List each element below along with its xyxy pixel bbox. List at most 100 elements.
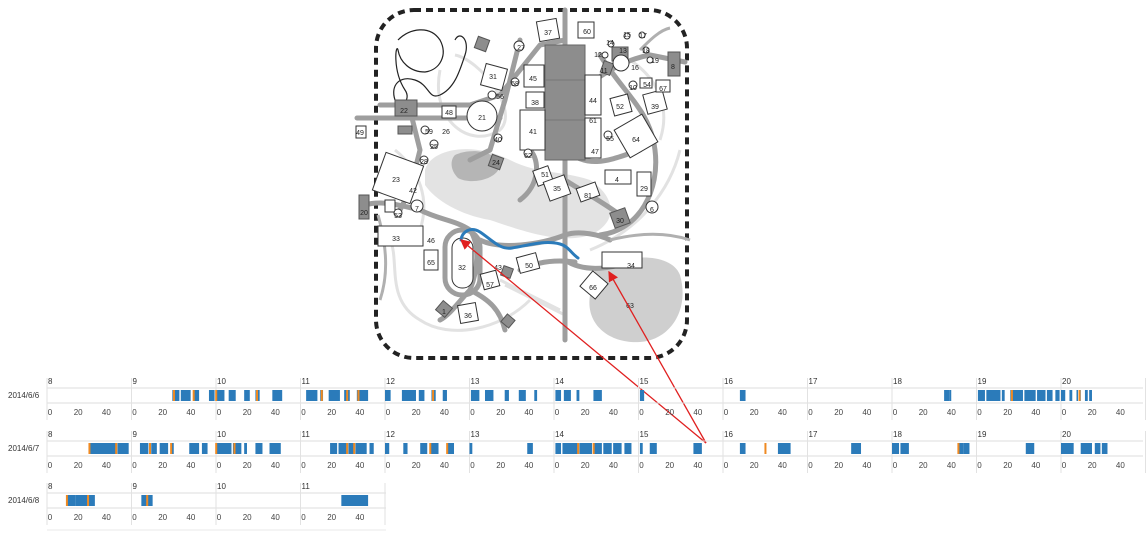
visit-segment — [89, 443, 117, 454]
map-label-49: 49 — [356, 130, 364, 137]
hour-label: 8 — [48, 430, 53, 439]
visit-segment — [172, 390, 180, 401]
visit-segment — [269, 443, 281, 454]
minute-tick: 40 — [609, 461, 618, 470]
hour-label: 10 — [217, 377, 226, 386]
map-label-63: 63 — [626, 303, 634, 310]
visit-segment — [201, 443, 208, 454]
visit-segment — [534, 390, 538, 401]
visit-segment — [208, 390, 215, 401]
visit-segment — [958, 443, 964, 454]
visit-segment — [328, 390, 340, 401]
hour-label: 18 — [893, 377, 902, 386]
map-label-56: 56 — [496, 94, 504, 101]
map-label-48: 48 — [445, 110, 453, 117]
minute-tick: 40 — [862, 408, 871, 417]
visit-segment — [385, 443, 390, 454]
minute-tick: 0 — [386, 461, 391, 470]
map-label-29: 29 — [640, 186, 648, 193]
event-marker — [115, 443, 118, 454]
visit-segment — [170, 443, 174, 454]
map-label-7: 7 — [415, 206, 419, 213]
arrow-to-start — [459, 239, 707, 444]
map-label-47: 47 — [591, 149, 599, 156]
map-label-61: 61 — [589, 118, 597, 125]
hour-label: 9 — [133, 430, 138, 439]
map-label-55: 55 — [606, 136, 614, 143]
map-label-31: 31 — [489, 74, 497, 81]
visit-segment — [272, 390, 283, 401]
hour-label: 15 — [640, 377, 649, 386]
map-label-36: 36 — [464, 313, 472, 320]
hour-label: 17 — [809, 377, 818, 386]
minute-tick: 40 — [102, 408, 111, 417]
building-21 — [466, 100, 498, 132]
map-label-43: 43 — [494, 265, 502, 272]
hour-label: 16 — [724, 377, 733, 386]
visit-segment — [446, 443, 455, 454]
minute-tick: 40 — [440, 408, 449, 417]
map-label-15: 15 — [623, 32, 631, 39]
hour-label: 19 — [978, 377, 987, 386]
visit-segment — [75, 495, 88, 506]
minute-tick: 20 — [74, 408, 83, 417]
map-label-37: 37 — [544, 30, 552, 37]
racetrack-outer — [442, 227, 483, 298]
hour-label: 11 — [302, 377, 311, 386]
minute-tick: 20 — [74, 461, 83, 470]
minute-tick: 0 — [1062, 408, 1067, 417]
minute-tick: 20 — [243, 461, 252, 470]
minute-tick: 0 — [48, 513, 53, 522]
minute-tick: 40 — [102, 461, 111, 470]
visit-segment — [1024, 390, 1036, 401]
minute-tick: 20 — [412, 461, 421, 470]
minute-tick: 40 — [102, 513, 111, 522]
event-marker — [764, 443, 767, 454]
minute-tick: 0 — [217, 461, 222, 470]
map-label-11: 11 — [600, 68, 607, 75]
visit-segment — [949, 390, 952, 401]
minute-tick: 20 — [665, 408, 674, 417]
map-label-42: 42 — [409, 188, 417, 195]
map-label-1: 1 — [442, 309, 446, 316]
visit-segment — [151, 443, 157, 454]
visit-segment — [1046, 390, 1053, 401]
visit-segment — [576, 390, 580, 401]
visit-segment — [1010, 390, 1023, 401]
event-marker — [149, 443, 152, 454]
visit-segment — [341, 495, 369, 506]
map-label-18: 18 — [642, 48, 650, 55]
visit-segment — [777, 443, 791, 454]
map-label-27: 27 — [517, 45, 525, 52]
map-label-8: 8 — [671, 64, 675, 71]
minute-tick: 0 — [808, 461, 813, 470]
hour-label: 17 — [809, 430, 818, 439]
visit-segment — [369, 443, 374, 454]
visit-segment — [418, 390, 425, 401]
visit-segment — [563, 390, 571, 401]
visit-segment — [579, 443, 593, 454]
visit-segment — [470, 390, 480, 401]
buildings — [355, 17, 671, 325]
visit-segment — [216, 390, 225, 401]
minute-tick: 0 — [217, 513, 222, 522]
minute-tick: 20 — [412, 408, 421, 417]
minute-tick: 40 — [440, 461, 449, 470]
minute-tick: 40 — [186, 408, 195, 417]
visit-segment — [87, 495, 95, 506]
event-marker — [353, 443, 356, 454]
event-marker — [215, 443, 218, 454]
roads-thin — [376, 26, 691, 301]
row-date: 2014/6/8 — [8, 496, 40, 505]
event-marker — [957, 443, 960, 454]
visit-segment — [963, 443, 970, 454]
map-label-59: 59 — [425, 129, 433, 136]
minute-tick: 20 — [243, 408, 252, 417]
circle-sites — [393, 31, 659, 218]
row-date: 2014/6/7 — [8, 444, 40, 453]
event-marker — [233, 443, 236, 454]
minute-tick: 0 — [808, 408, 813, 417]
visit-segment — [330, 443, 338, 454]
hour-label: 10 — [217, 430, 226, 439]
